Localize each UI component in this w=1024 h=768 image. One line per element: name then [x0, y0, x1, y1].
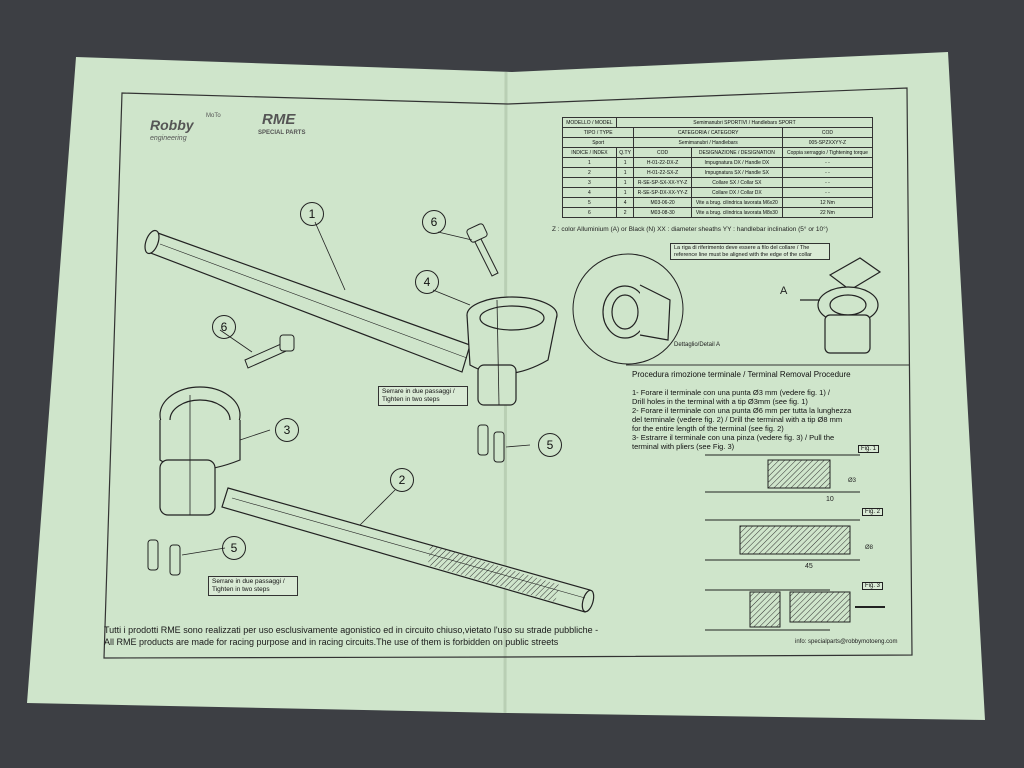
callout-6-lower: 6 [212, 315, 236, 339]
category-label: CATEGORIA / CATEGORY [633, 127, 783, 138]
procedure-step: del terminale (vedere fig. 2) / Drill th… [632, 415, 843, 424]
dim-10: 10 [826, 496, 834, 503]
moto-tag: MoTo [206, 113, 221, 119]
cell: 4 [562, 187, 617, 198]
fig3-label: Fig. 3 [862, 582, 884, 590]
callout-2: 2 [390, 468, 414, 492]
tighten-note-lower: Serrare in due passaggi / Tighten in two… [208, 576, 298, 596]
cell: 22 Nm [781, 207, 874, 218]
footer-english: All RME products are made for racing pur… [104, 637, 559, 647]
cell: - - [781, 167, 874, 178]
detail-letter: A [780, 285, 788, 297]
collar-dx-4 [466, 296, 558, 406]
procedure-step: for the entire length of the terminal (s… [632, 424, 784, 433]
callout-1: 1 [300, 202, 324, 226]
cell: 2 [562, 167, 617, 178]
cell: 2 [615, 207, 635, 218]
cell: 6 [562, 207, 617, 218]
tighten-note-upper: Serrare in due passaggi / Tighten in two… [378, 386, 468, 406]
cod-value: 005-SPZXXYY-Z [781, 137, 874, 148]
spec-legend: Z : color Alluminium (A) or Black (N) XX… [552, 226, 828, 233]
cod-label: COD [781, 127, 874, 138]
footer-italian: Tutti i prodotti RME sono realizzati per… [104, 625, 599, 635]
column-header: Q.TY [615, 147, 635, 158]
procedure-step: 2- Forare il terminale con una punta Ø6 … [632, 406, 852, 415]
cell: Vite a brug. cilindrica lavorata M6x20 [690, 197, 783, 208]
cell: Collare DX / Collar DX [690, 187, 783, 198]
procedure-title: Procedura rimozione terminale / Terminal… [632, 370, 851, 379]
detail-label: Dettaglio/Detail A [674, 342, 721, 348]
cell: 1 [615, 167, 635, 178]
cell: - - [781, 187, 874, 198]
type-value: Sport [561, 137, 635, 148]
cell: Collare SX / Collar SX [690, 177, 783, 188]
cell: M03-06-20 [633, 197, 692, 208]
column-header: DESIGNAZIONE / DESIGNATION [690, 147, 783, 158]
cell: 12 Nm [781, 197, 874, 208]
cell: M03-08-30 [633, 207, 692, 218]
procedure-step: 3- Estrarre il terminale con una pinza (… [632, 433, 835, 442]
handlebar-2 [221, 487, 595, 613]
handlebar-1 [144, 229, 471, 373]
cell: 1 [615, 157, 635, 168]
category-value: Semimanubri / Handlebars [633, 137, 783, 148]
cell: - - [781, 157, 874, 168]
cell: 4 [615, 197, 635, 208]
procedure-step: Drill holes in the terminal with a tip Ø… [632, 397, 808, 406]
robby-sub: engineering [150, 135, 187, 142]
fig2-label: Fig. 2 [862, 508, 884, 516]
reference-note: La riga di riferimento deve essere a fil… [670, 243, 830, 261]
dim-d3: Ø3 [848, 478, 857, 484]
callout-5-lower: 5 [222, 536, 246, 560]
callout-4: 4 [415, 270, 439, 294]
cell: - - [781, 177, 874, 188]
model-value: Semimanubri SPORTIVI / Handlebars SPORT [615, 117, 874, 128]
cell: 1 [615, 177, 635, 188]
procedure-step: 1- Forare il terminale con una punta Ø3 … [632, 388, 831, 397]
cell: 1 [615, 187, 635, 198]
dim-d8: Ø8 [865, 545, 874, 551]
column-header: Coppia serraggio / Tightening torque [781, 147, 874, 158]
cell: R-SE-SP-DX-XX-YY-Z [633, 187, 692, 198]
robby-logo: Robby [150, 117, 194, 133]
callout-5-upper: 5 [538, 433, 562, 457]
dim-45: 45 [805, 563, 813, 570]
cell: 5 [562, 197, 617, 208]
callout-6-upper: 6 [422, 210, 446, 234]
rme-sub: SPECIAL PARTS [258, 130, 306, 136]
cell: R-SE-SP-SX-XX-YY-Z [633, 177, 692, 188]
cell: Vite a brug. cilindrica lavorata M8x30 [690, 207, 783, 218]
rme-logo: RME [262, 111, 296, 128]
cell: H-01-22-DX-Z [633, 157, 692, 168]
cell: 3 [562, 177, 617, 188]
model-label: MODELLO / MODEL [562, 117, 617, 128]
collar-sx-3 [159, 386, 241, 516]
cell: 1 [562, 157, 617, 168]
cell: Impugnatura SX / Handle SX [690, 167, 783, 178]
column-header: COD [633, 147, 692, 158]
type-label: TIPO / TYPE [561, 127, 635, 138]
fig1-label: Fig. 1 [858, 445, 880, 453]
contact-email: info: specialparts@robbymotoeng.com [795, 639, 898, 645]
column-header: INDICE / INDEX [562, 147, 617, 158]
cell: Impugnatura DX / Handle DX [690, 157, 783, 168]
callout-3: 3 [275, 418, 299, 442]
procedure-step: terminal with pliers (see Fig. 3) [632, 442, 735, 451]
cell: H-01-22-SX-Z [633, 167, 692, 178]
